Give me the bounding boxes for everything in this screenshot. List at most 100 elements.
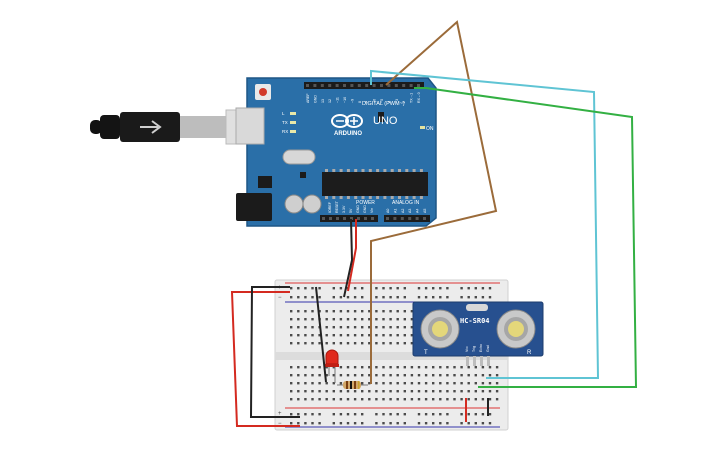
- terminal-hole[interactable]: [332, 310, 335, 313]
- rail-hole[interactable]: [396, 287, 399, 290]
- rail-hole[interactable]: [446, 287, 449, 290]
- rail-hole[interactable]: [346, 296, 350, 299]
- header-pin[interactable]: [364, 217, 367, 220]
- terminal-hole[interactable]: [375, 310, 378, 313]
- terminal-hole[interactable]: [346, 342, 350, 345]
- terminal-hole[interactable]: [332, 398, 335, 401]
- header-pin[interactable]: [329, 217, 332, 220]
- terminal-hole[interactable]: [353, 390, 357, 393]
- rail-hole[interactable]: [481, 296, 485, 299]
- terminal-hole[interactable]: [325, 382, 328, 385]
- wire-cyan[interactable]: [370, 69, 600, 379]
- terminal-hole[interactable]: [311, 374, 314, 377]
- terminal-hole[interactable]: [403, 366, 406, 369]
- rail-hole[interactable]: [382, 287, 385, 290]
- rail-hole[interactable]: [311, 413, 314, 416]
- rail-hole[interactable]: [353, 413, 357, 416]
- terminal-hole[interactable]: [432, 398, 435, 401]
- terminal-hole[interactable]: [311, 390, 314, 393]
- terminal-hole[interactable]: [495, 390, 499, 393]
- terminal-hole[interactable]: [481, 390, 485, 393]
- terminal-hole[interactable]: [325, 374, 328, 377]
- terminal-hole[interactable]: [290, 398, 293, 401]
- rail-hole[interactable]: [432, 422, 435, 425]
- terminal-hole[interactable]: [403, 334, 406, 337]
- terminal-hole[interactable]: [453, 374, 456, 377]
- terminal-hole[interactable]: [382, 398, 385, 401]
- terminal-hole[interactable]: [488, 366, 492, 369]
- terminal-hole[interactable]: [346, 326, 350, 329]
- header-pin[interactable]: [423, 217, 426, 220]
- terminal-hole[interactable]: [353, 366, 357, 369]
- header-pin[interactable]: [350, 84, 354, 87]
- terminal-hole[interactable]: [353, 398, 357, 401]
- terminal-hole[interactable]: [304, 398, 307, 401]
- terminal-hole[interactable]: [368, 382, 371, 385]
- terminal-hole[interactable]: [432, 366, 435, 369]
- rail-hole[interactable]: [446, 296, 449, 299]
- rail-hole[interactable]: [396, 413, 399, 416]
- rail-hole[interactable]: [389, 296, 392, 299]
- terminal-hole[interactable]: [467, 390, 470, 393]
- terminal-hole[interactable]: [361, 334, 364, 337]
- terminal-hole[interactable]: [332, 382, 335, 385]
- terminal-hole[interactable]: [325, 390, 328, 393]
- rail-hole[interactable]: [403, 287, 406, 290]
- rail-hole[interactable]: [488, 413, 492, 416]
- terminal-hole[interactable]: [389, 342, 392, 345]
- rail-hole[interactable]: [382, 296, 385, 299]
- terminal-hole[interactable]: [297, 398, 300, 401]
- rail-hole[interactable]: [332, 413, 335, 416]
- rail-hole[interactable]: [375, 422, 378, 425]
- rail-hole[interactable]: [481, 413, 485, 416]
- rail-hole[interactable]: [488, 287, 492, 290]
- terminal-hole[interactable]: [410, 326, 414, 329]
- rail-hole[interactable]: [339, 422, 343, 425]
- rail-hole[interactable]: [488, 296, 492, 299]
- rail-hole[interactable]: [460, 287, 463, 290]
- terminal-hole[interactable]: [439, 366, 442, 369]
- terminal-hole[interactable]: [339, 326, 343, 329]
- sensor-pin[interactable]: [466, 356, 469, 366]
- rail-hole[interactable]: [353, 296, 357, 299]
- terminal-hole[interactable]: [453, 366, 456, 369]
- rail-hole[interactable]: [339, 413, 343, 416]
- sensor-pin[interactable]: [480, 356, 483, 366]
- rail-hole[interactable]: [403, 422, 406, 425]
- terminal-hole[interactable]: [453, 398, 456, 401]
- rail-hole[interactable]: [424, 422, 428, 425]
- sensor-pin[interactable]: [487, 356, 490, 366]
- terminal-hole[interactable]: [446, 390, 449, 393]
- wire-green[interactable]: [414, 87, 638, 388]
- terminal-hole[interactable]: [460, 366, 463, 369]
- terminal-hole[interactable]: [368, 374, 371, 377]
- rail-hole[interactable]: [304, 422, 307, 425]
- terminal-hole[interactable]: [361, 310, 364, 313]
- terminal-hole[interactable]: [481, 366, 485, 369]
- terminal-hole[interactable]: [368, 398, 371, 401]
- terminal-hole[interactable]: [304, 318, 307, 321]
- terminal-hole[interactable]: [375, 374, 378, 377]
- terminal-hole[interactable]: [297, 310, 300, 313]
- header-pin[interactable]: [371, 217, 374, 220]
- terminal-hole[interactable]: [368, 318, 371, 321]
- rail-hole[interactable]: [318, 413, 321, 416]
- terminal-hole[interactable]: [290, 318, 293, 321]
- sensor-pins[interactable]: [466, 356, 490, 366]
- terminal-hole[interactable]: [389, 318, 392, 321]
- rail-hole[interactable]: [290, 287, 293, 290]
- rail-hole[interactable]: [318, 296, 321, 299]
- terminal-hole[interactable]: [361, 382, 364, 385]
- terminal-hole[interactable]: [304, 334, 307, 337]
- terminal-hole[interactable]: [453, 382, 456, 385]
- terminal-hole[interactable]: [297, 342, 300, 345]
- terminal-hole[interactable]: [481, 398, 485, 401]
- rail-hole[interactable]: [332, 287, 335, 290]
- terminal-hole[interactable]: [332, 390, 335, 393]
- rail-hole[interactable]: [389, 287, 392, 290]
- terminal-hole[interactable]: [382, 382, 385, 385]
- rail-hole[interactable]: [432, 413, 435, 416]
- terminal-hole[interactable]: [488, 382, 492, 385]
- header-pin[interactable]: [328, 84, 332, 87]
- terminal-hole[interactable]: [339, 342, 343, 345]
